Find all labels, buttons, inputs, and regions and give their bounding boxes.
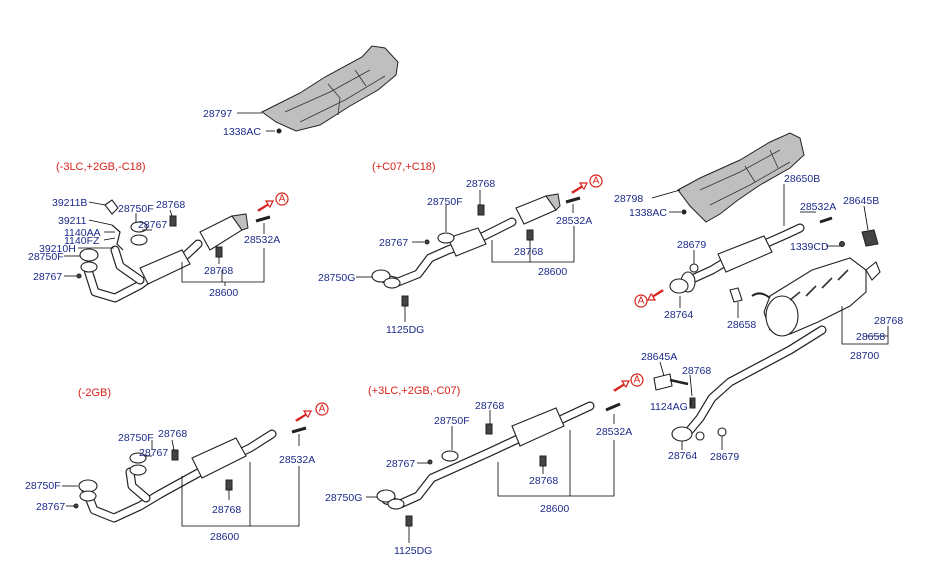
label-v3-28750f-a: 28750F [118,432,154,444]
label-v1-28768-a: 28768 [156,199,185,211]
label-v4-28768-a: 28768 [475,400,504,412]
label-v4-28768-b: 28768 [529,475,558,487]
label-v3-28600: 28600 [210,531,239,543]
heat-shield-center [677,132,805,223]
label-v1-28750f-a: 28750F [28,251,64,263]
label-center-28679: 28679 [677,239,706,251]
label-28798: 28798 [614,193,643,205]
label-v1-1140aa: 1140AA [64,227,101,239]
label-v2-28750f: 28750F [427,196,463,208]
ref-arrow-rear [613,380,630,392]
label-1338ac-center: 1338AC [629,207,667,219]
ref-marker-center [634,294,648,308]
variant-label-4: (+3LC,+2GB,-C07) [368,385,460,397]
label-v4-28600: 28600 [540,503,569,515]
label-rear-28679: 28679 [710,451,739,463]
label-center-28650b: 28650B [784,173,820,185]
label-v4-1125dg: 1125DG [394,545,432,557]
label-v2-28767: 28767 [379,237,408,249]
label-rear-28764: 28764 [668,450,697,462]
exhaust-assembly-v2 [371,193,581,307]
ref-arrow-v2 [571,182,588,194]
heat-shield-front [261,45,399,134]
ref-marker-v2 [589,174,603,188]
variant-label-3: (-2GB) [78,387,111,399]
center-pipe [669,216,879,303]
label-v1-39210h: 39210H [39,243,76,255]
label-v3-28767-b: 28767 [36,501,65,513]
ref-marker-v3 [315,402,329,416]
label-v1-28768-b: 28768 [204,265,233,277]
ref-arrow-v3 [295,410,312,422]
ref-marker-rear [630,373,644,387]
label-v4-28532a: 28532A [596,426,632,438]
label-center-28764: 28764 [664,309,693,321]
label-v1-28750f-b: 28750F [118,203,154,215]
label-1338ac-front: 1338AC [223,126,261,138]
ref-arrow-center [647,289,664,301]
ref-marker-v1 [275,192,289,206]
label-rear-28658: 28658 [856,331,885,343]
ref-marker-v1-text: A [279,194,286,205]
label-v1-39211b: 39211B [52,197,87,209]
label-v3-28750f-b: 28750F [25,480,61,492]
exhaust-assembly-v1 [76,199,271,303]
label-v2-28750g: 28750G [318,272,355,284]
label-v2-28768-a: 28768 [466,178,495,190]
label-v1-39211: 39211 [58,215,87,227]
label-v2-28768-b: 28768 [514,246,543,258]
label-center-28645b: 28645B [843,195,879,207]
label-v4-28750f: 28750F [434,415,470,427]
label-center-1339cd: 1339CD [790,241,829,253]
exhaust-assembly-v3 [73,426,307,523]
ref-marker-center-text: A [638,296,645,307]
label-v1-28767-a: 28767 [33,271,62,283]
ref-marker-v2-text: A [593,176,600,187]
label-v1-28532a: 28532A [244,234,280,246]
label-v3-28768-a: 28768 [158,428,187,440]
label-rear-28645a: 28645A [641,351,677,363]
label-28797: 28797 [203,108,232,120]
label-center-28658: 28658 [727,319,756,331]
label-rear-28768-a: 28768 [874,315,903,327]
label-v3-28767-a: 28767 [139,447,168,459]
label-v4-28767: 28767 [386,458,415,470]
label-rear-1124ag: 1124AG [650,401,688,413]
ref-arrow-v1 [257,200,274,212]
label-rear-28768-b: 28768 [682,365,711,377]
label-v3-28768-b: 28768 [212,504,241,516]
label-v2-28600: 28600 [538,266,567,278]
label-v4-28750g: 28750G [325,492,362,504]
label-v1-28767-b: 28767 [138,219,167,231]
label-v2-28532a: 28532A [556,215,592,227]
variant-label-2: (+C07,+C18) [372,161,436,173]
variant-label-1: (-3LC,+2GB,-C18) [56,161,146,173]
label-v1-28600: 28600 [209,287,238,299]
label-center-28532a: 28532A [800,201,836,213]
ref-marker-v3-text: A [319,404,326,415]
label-rear-28700: 28700 [850,350,879,362]
rear-muffler [653,257,881,442]
label-v3-28532a: 28532A [279,454,315,466]
ref-marker-rear-text: A [634,375,641,386]
label-v2-1125dg: 1125DG [386,324,424,336]
exhaust-assembly-v4 [376,401,621,527]
label-v1-1140fz: 1140FZ [64,235,100,247]
